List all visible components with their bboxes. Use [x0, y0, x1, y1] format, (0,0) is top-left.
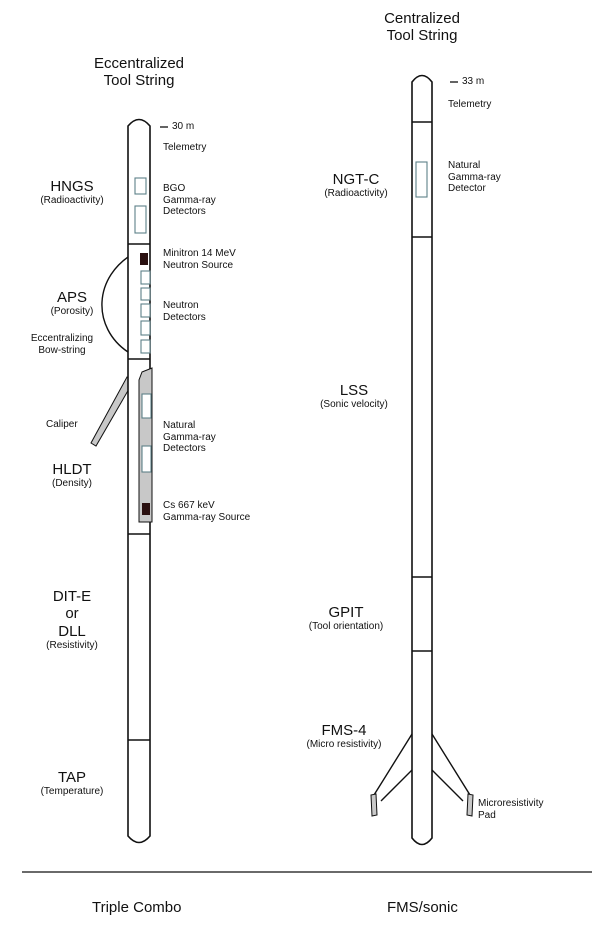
fms-pad-left [370, 793, 378, 817]
tool-desc: (Tool orientation) [308, 621, 384, 633]
tool-desc: (Radioactivity) [324, 188, 388, 200]
cs-source [142, 503, 150, 515]
label-line: Detectors [163, 311, 206, 323]
tool-aps: APS (Porosity) [24, 289, 120, 318]
left-title-line1: Eccentralized [93, 55, 185, 72]
tool-name-line: DIT-E [52, 588, 92, 605]
right-title-line2: Tool String [386, 27, 458, 45]
tool-name-line: or [65, 605, 79, 623]
natural-gr-detector-2 [141, 445, 152, 473]
tool-desc: (Sonic velocity) [320, 399, 388, 411]
label-line: Natural [163, 420, 196, 431]
neutron-detector-4 [140, 320, 151, 336]
label-line: Eccentralizing [30, 333, 94, 344]
caliper-label: Caliper [46, 419, 78, 430]
tool-name: FMS-4 [321, 722, 367, 739]
tool-hngs: HNGS (Radioactivity) [24, 178, 120, 207]
left-footer-label: Triple Combo [92, 899, 182, 916]
label-line: Cs 667 keV [163, 500, 215, 511]
neutron-detectors-label: Neutron Detectors [163, 300, 206, 323]
label-line: Detectors [163, 206, 206, 217]
tool-ngt-c: NGT-C (Radioactivity) [300, 171, 412, 200]
microresistivity-pad-label: Microresistivity Pad [478, 798, 544, 821]
natural-gr-detectors-label: Natural Gamma-ray Detectors [163, 420, 216, 455]
density-pad [138, 367, 153, 523]
right-depth-label: 33 m [462, 76, 485, 87]
tool-dit-dll: DIT-E or DLL (Resistivity) [24, 588, 120, 651]
tool-fms-4: FMS-4 (Micro resistivity) [288, 722, 400, 751]
left-detectors [134, 177, 152, 473]
left-sources [140, 253, 150, 515]
tool-desc: (Resistivity) [46, 639, 98, 651]
right-string-body [411, 74, 433, 846]
label-line: BGO [163, 183, 186, 194]
bgo-label: BGO Gamma-ray Detectors [163, 183, 216, 218]
label-line: Neutron [163, 300, 199, 311]
bgo-detector-1 [134, 177, 147, 195]
neutron-detector-3 [140, 303, 151, 318]
left-telemetry-label: Telemetry [163, 142, 207, 153]
right-title-line1: Centralized [384, 10, 460, 27]
label-line: Gamma-ray Source [163, 511, 251, 523]
label-line: Bow-string [38, 344, 86, 356]
neutron-detector-5 [140, 339, 151, 354]
tool-name: TAP [57, 769, 87, 786]
natural-gr-detector-1 [141, 393, 152, 419]
left-title-line2: Tool String [103, 72, 175, 90]
tool-desc: (Density) [51, 478, 92, 490]
right-natural-gr-label: Natural Gamma-ray Detector [448, 160, 501, 195]
tool-desc: (Porosity) [50, 306, 94, 318]
fms-arm-right [431, 733, 471, 814]
neutron-detector-1 [140, 270, 151, 285]
right-natural-gr-detector [415, 161, 428, 198]
tool-hldt: HLDT (Density) [24, 461, 120, 490]
label-line: Detectors [163, 443, 206, 454]
right-tool-string [370, 74, 474, 846]
tool-desc: (Micro resistivity) [306, 739, 382, 751]
label-line: Microresistivity [478, 798, 544, 809]
tool-name: LSS [339, 382, 369, 399]
bowstring-arc [101, 251, 137, 353]
bowstring-label: Eccentralizing Bow-string [24, 333, 100, 356]
tool-name: HLDT [52, 461, 92, 478]
tool-desc: (Radioactivity) [40, 195, 104, 207]
left-tool-joints [128, 243, 150, 741]
tool-tap: TAP (Temperature) [24, 769, 120, 798]
tool-gpit: GPIT (Tool orientation) [290, 604, 402, 633]
minitron-source [140, 253, 148, 265]
tool-name: HNGS [50, 178, 94, 195]
label-line: Minitron 14 MeV [163, 248, 236, 259]
label-line: Neutron Source [163, 259, 234, 271]
tool-name: GPIT [328, 604, 364, 621]
left-depth-label: 30 m [172, 121, 195, 132]
right-tool-joints [412, 121, 432, 652]
label-line: Pad [478, 809, 496, 821]
right-title: Centralized Tool String [367, 10, 477, 45]
tool-desc: (Temperature) [40, 786, 104, 798]
cs-source-label: Cs 667 keV Gamma-ray Source [163, 500, 250, 523]
fms-pad-right [466, 793, 474, 817]
label-line: Gamma-ray [163, 431, 216, 443]
left-title: Eccentralized Tool String [84, 55, 194, 90]
label-line: Natural [448, 160, 481, 171]
minitron-label: Minitron 14 MeV Neutron Source [163, 248, 236, 271]
tool-name: NGT-C [332, 171, 380, 188]
neutron-detector-2 [140, 287, 151, 301]
tool-lss: LSS (Sonic velocity) [298, 382, 410, 411]
caliper-arm [90, 376, 134, 447]
bgo-detector-2 [134, 205, 147, 234]
tool-name-line: DLL [58, 622, 86, 640]
label-line: Gamma-ray [448, 171, 501, 183]
tool-name: APS [56, 289, 87, 306]
label-line: Gamma-ray [163, 194, 216, 206]
right-footer-label: FMS/sonic [387, 899, 458, 916]
right-telemetry-label: Telemetry [448, 99, 492, 110]
label-line: Detector [448, 183, 486, 194]
